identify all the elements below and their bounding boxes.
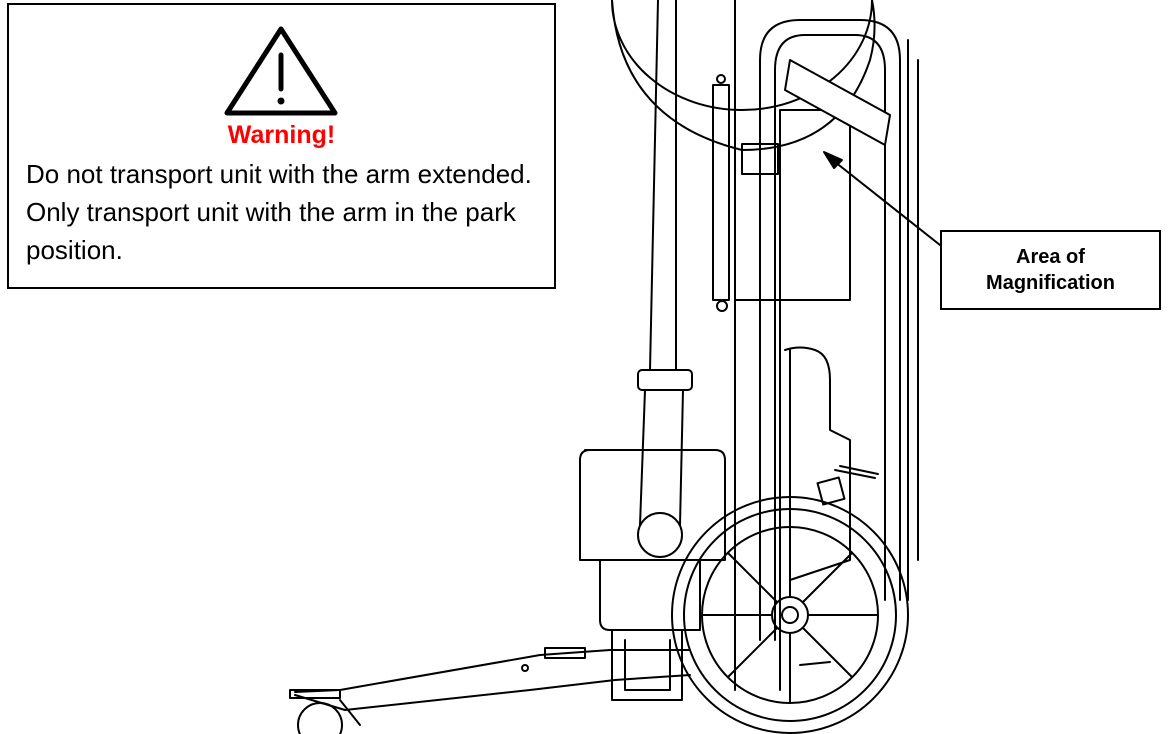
area-of-magnification-label: Area of Magnification [986,246,1115,294]
cabinet-side [907,39,919,601]
central-column [734,0,781,691]
handle-frame [759,19,901,641]
lever-clip [816,476,846,506]
arm-tube [649,0,677,371]
handle-frame-inner [774,34,886,641]
warning-box: Warning! Do not transport unit with the … [7,3,556,289]
area-of-magnification-box: Area of Magnification [940,230,1161,310]
pointer-line [829,157,941,246]
bottom-frame [611,629,683,701]
warning-title: Warning! [227,121,336,149]
magnification-circle [611,0,876,151]
caster-fork [339,699,361,726]
lever [834,465,879,479]
small-box [741,143,779,175]
warning-triangle-icon [224,26,338,116]
arm-collar [637,369,693,391]
pointer-arrowhead [823,151,843,169]
upper-housing [779,109,851,301]
base-cabinet [579,449,726,561]
main-wheel [671,496,909,734]
caster-plate [289,689,341,699]
caster-wheel [297,702,343,734]
arm-end [637,512,683,558]
warning-text: Do not transport unit with the arm exten… [26,159,532,265]
base-lower [599,559,701,631]
handle-wedge [784,59,891,146]
actuator-rod [712,84,730,301]
rear-body [784,346,851,581]
arm-lower [639,389,684,526]
leg-block [544,647,586,659]
